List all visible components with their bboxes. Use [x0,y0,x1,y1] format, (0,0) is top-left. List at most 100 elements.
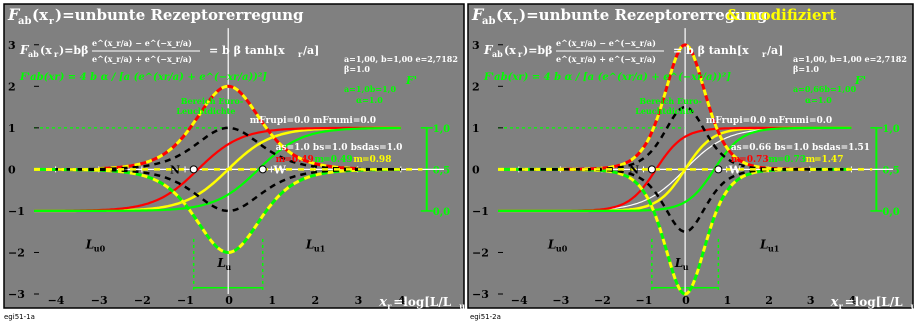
formula-function: F [19,43,30,57]
panel-background [3,3,465,309]
y-tick-label: −2 [8,246,25,259]
point-n [189,165,198,174]
bell-half-positive [55,126,401,171]
point-w [714,165,723,174]
x-tick-label: 3 [355,294,363,307]
x-tick-label: −1 [636,294,653,307]
point-w-label: W [728,163,742,176]
x-axis-label-u: u [911,301,917,311]
y-tick-label: −3 [472,288,489,301]
params-beta: β=1.0 [793,64,819,74]
y-tick-label: 2 [8,80,16,93]
x-axis-label-rest: =log[L/L [393,295,452,309]
region-label-sub: u1 [768,243,779,253]
right-axis-label: F' [854,74,866,87]
y-tick-label: 0 [8,163,16,176]
x-tick-label: 1 [724,294,732,307]
y-tick-label: −3 [8,288,25,301]
formula-tanh-end: /a] [767,44,783,57]
formula-lhs: )=bβ [59,44,88,57]
title-main: (x [496,6,513,24]
point-n [647,165,656,174]
y-tick-label: −2 [472,246,489,259]
y-tick-label: −1 [8,205,25,218]
point-w-label: W [273,163,287,176]
m-red-value: =0.49 [284,155,313,165]
params-green: a=0,66b=1,00 [793,84,857,94]
region-label: L [85,237,94,251]
m-yellow-value: =1.47 [814,155,843,165]
as-bs-label: as=1.0 bs=1.0 bsdas=1.0 [276,143,403,153]
formula-numerator: e^(x_r/a) − e^(−x_r/a) [92,38,192,48]
y-tick-label: 1 [8,122,16,135]
x-tick-label: −4 [48,294,65,307]
right-axis-tick-label: 1,0 [882,124,899,135]
formula-arg-sub: r [54,49,59,59]
x-tick-label: 0 [682,294,690,307]
region-label-sub: u [225,262,231,272]
tanh-shifted-green [498,126,852,212]
point-n-label: N [629,163,639,176]
mfrupi-label: mFrupi=0.0 mFrumi=0.0 [250,116,376,126]
right-axis-tick-label: 1,0 [433,124,450,135]
x-tick-label: −4 [511,294,528,307]
x-tick-label: −3 [91,294,108,307]
region-label: L [674,256,683,270]
formula-lhs: )=bβ [523,44,552,57]
region-label: L [759,237,768,251]
x-tick-label: −2 [134,294,151,307]
x-axis-label: x [378,295,387,310]
x-tick-label: 3 [807,294,815,307]
formula-denominator: e^(x_r/a) + e^(−x_r/a) [92,54,192,64]
x-tick-label: 4 [848,294,856,307]
tanh-shifted-green [34,126,401,212]
title-rest: )=unbunte Rezeptorerregung [519,6,768,24]
point-w [258,165,267,174]
x-tick-label: −3 [552,294,569,307]
region-label: L [305,237,314,251]
m-green-label: m [315,155,325,165]
region-label-sub: u1 [314,243,325,253]
region-label-sub: u0 [94,243,106,253]
bereich-label-2: Leuchtdichte [176,106,235,116]
region-label: L [216,256,225,270]
title-rest: )=unbunte Rezeptorerregung [55,6,304,24]
right-axis-tick-label: 0,5 [433,165,450,176]
bell-half-negative [55,168,401,213]
footer-left: egi51-1a [4,313,35,321]
x-tick-label: −2 [594,294,611,307]
y-tick-label: 3 [8,39,16,52]
formula-tanh: = b β tanh[x [673,44,749,57]
formula-arg: (x [504,44,516,57]
right-axis-label: F' [405,74,417,87]
m-red-label: m [731,155,741,165]
title-sub: r [513,17,518,27]
title-accent: & modifiziert [726,6,836,24]
formula-numerator: e^(x_r/a) − e^(−x_r/a) [556,38,656,48]
title-function-sub: ab [18,16,31,27]
region-label: L [547,237,556,251]
region-label-sub: u [683,262,689,272]
m-yellow-label: m [806,155,816,165]
m-green-value: =0.73 [777,155,806,165]
bereich-label: Bereich Euro- [181,96,243,106]
formula-arg: (x [40,44,52,57]
params-beta: β=1.0 [344,64,370,74]
right-axis-tick-label: 0,0 [882,207,899,218]
x-tick-label: 2 [765,294,773,307]
x-tick-label: 2 [312,294,320,307]
derivative-formula: F'ab(xr) = 4 b α / [a (e^(xr/a) + e^(−xr… [483,72,731,83]
params-alpha: α=1.0 [356,95,383,105]
m-red-value: =0.73 [739,155,768,165]
region-label-sub: u0 [556,243,568,253]
formula-denominator: e^(x_r/a) + e^(−x_r/a) [556,54,656,64]
y-tick-label: 2 [472,80,480,93]
bell-positive-yellow [560,43,810,171]
mfrupi-label: mFrupi=0.0 mFrumi=0.0 [706,116,832,126]
params-top: a=1,00, b=1,00 e=2,7182 [793,54,907,64]
y-tick-label: 1 [472,122,480,135]
right-axis-tick-label: 0,5 [882,165,899,176]
right-axis-tick-label: 0,0 [433,207,450,218]
bereich-label-2: Leuchtdichte [635,106,694,116]
